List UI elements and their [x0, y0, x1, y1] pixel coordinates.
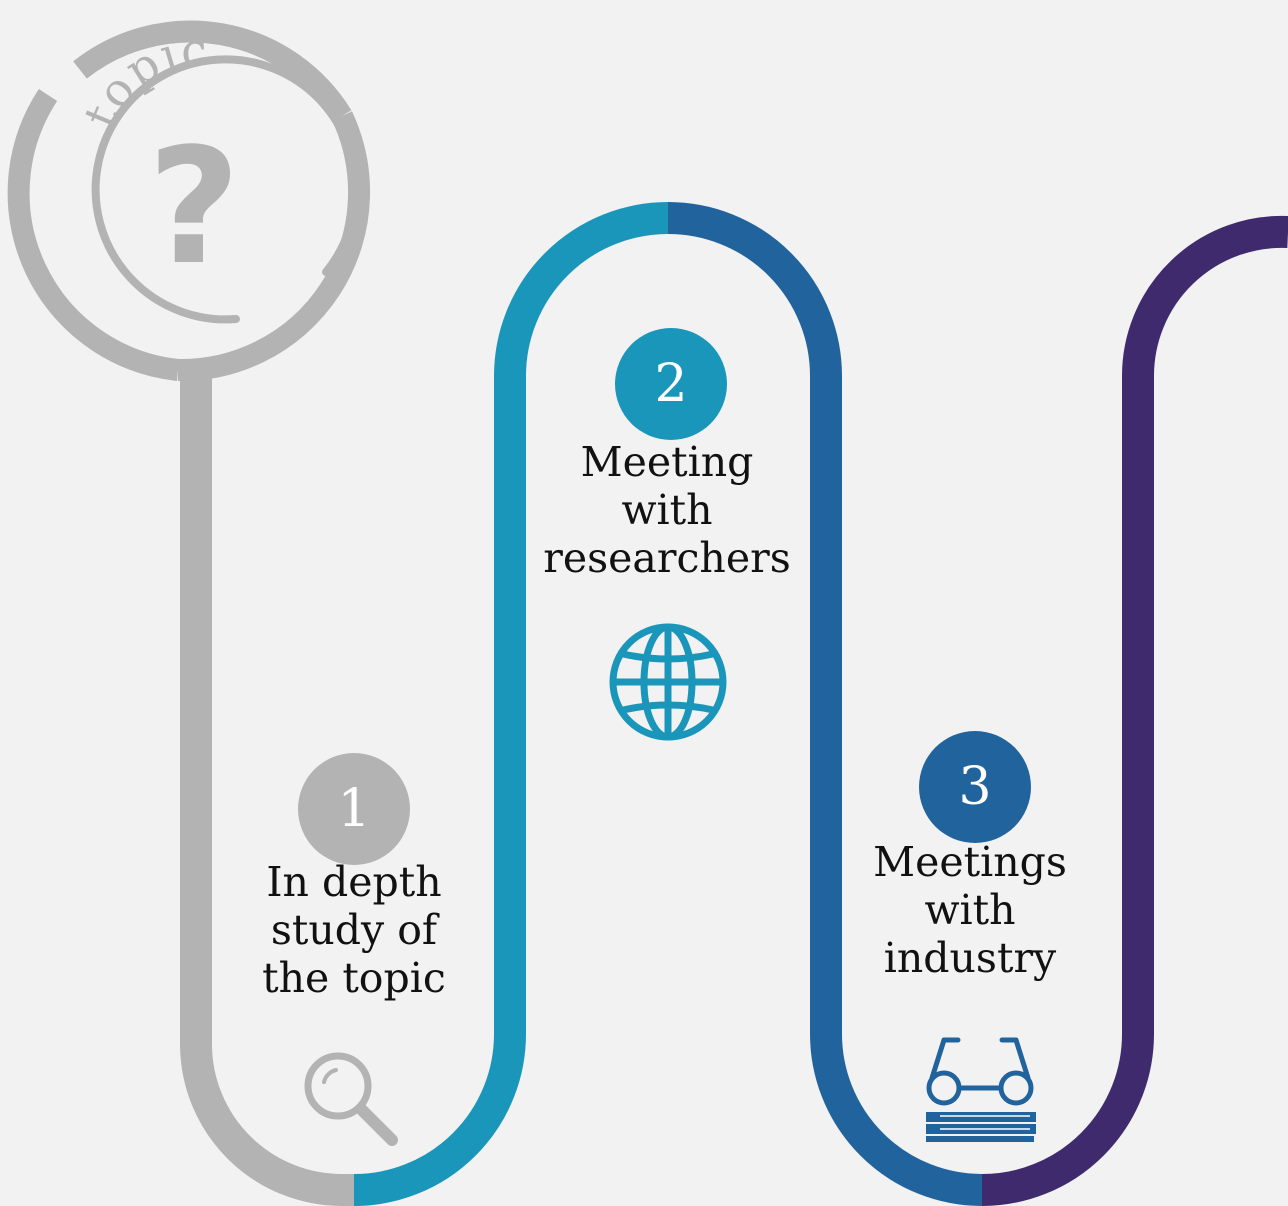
step-2-label: Meeting with researchers [543, 438, 791, 582]
step-2-number: 2 [615, 328, 727, 440]
step-1-number: 1 [298, 753, 410, 865]
road-segment-2 [353, 202, 669, 1206]
magnifier-icon [304, 1052, 398, 1146]
topic-badge: topic ? [7, 20, 371, 382]
step-3-number: 3 [919, 731, 1031, 843]
road-segment-3 [667, 202, 983, 1206]
step-3-label: Meetings with industry [873, 838, 1067, 982]
question-mark-icon: ? [148, 113, 241, 300]
step-1-label: In depth study of the topic [262, 858, 446, 1002]
road-segment-1 [180, 378, 354, 1206]
road-segment-4 [981, 215, 1288, 1206]
glasses-on-book-icon [926, 1037, 1036, 1142]
globe-icon [609, 623, 727, 741]
